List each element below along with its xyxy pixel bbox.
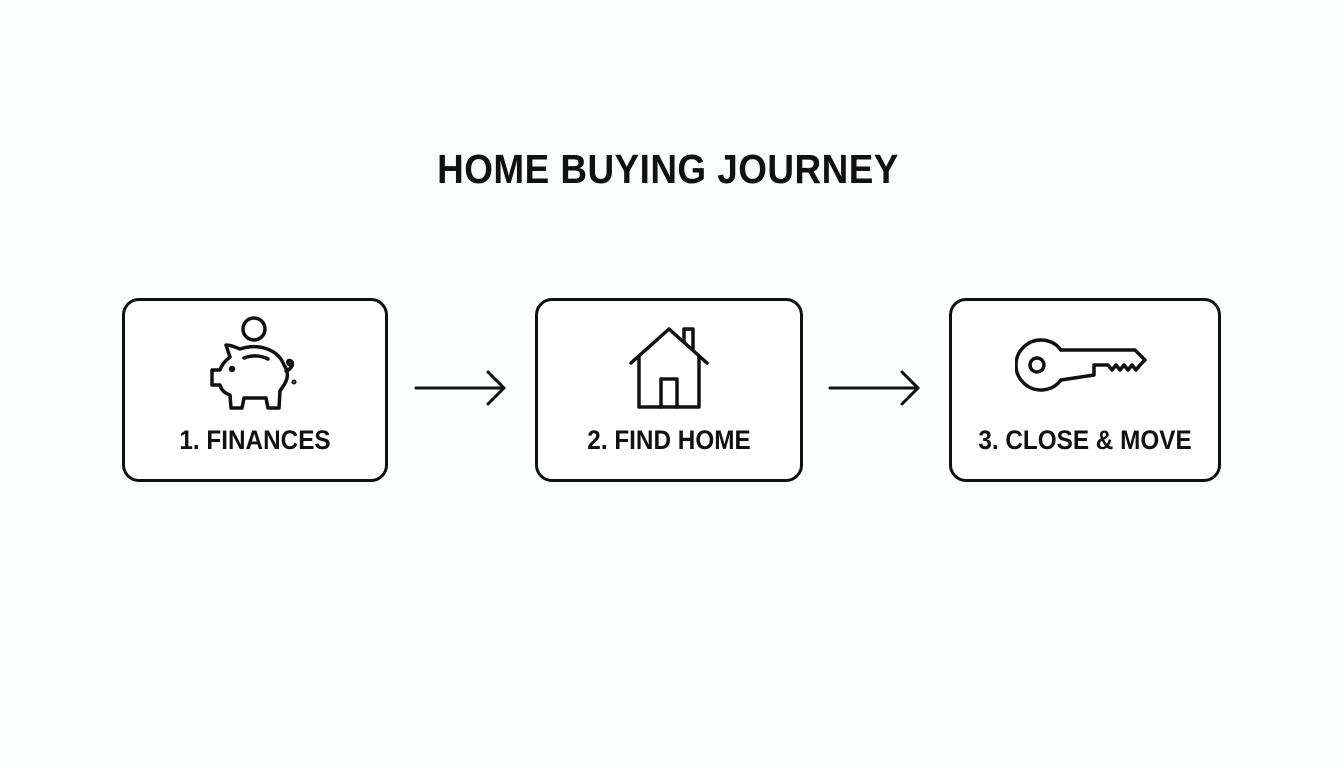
step-label-close-move: 3. CLOSE & MOVE	[978, 425, 1192, 455]
arrow-right-icon	[414, 370, 506, 406]
arrow-right-icon	[828, 370, 920, 406]
step-box-find-home: 2. FIND HOME	[535, 298, 803, 482]
step-box-finances: 1. FINANCES	[122, 298, 388, 482]
house-icon	[629, 327, 709, 409]
step-label-finances: 1. FINANCES	[179, 425, 331, 455]
step-label-find-home: 2. FIND HOME	[587, 425, 751, 455]
diagram-title: HOME BUYING JOURNEY	[437, 146, 899, 192]
step-icon-container	[538, 315, 800, 415]
piggy-bank-icon	[210, 316, 297, 410]
step-box-close-move: 3. CLOSE & MOVE	[949, 298, 1221, 482]
step-icon-container	[952, 315, 1218, 415]
key-icon	[1015, 338, 1147, 392]
step-icon-container	[125, 315, 385, 415]
